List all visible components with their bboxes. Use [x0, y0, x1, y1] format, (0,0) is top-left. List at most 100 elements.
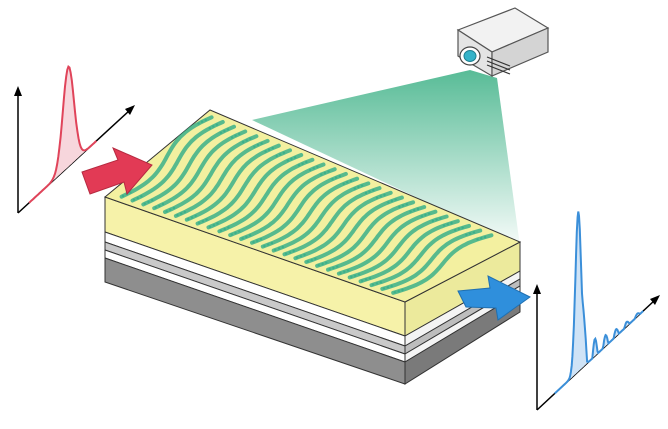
pattern-dot — [259, 238, 263, 241]
pattern-dot — [256, 143, 260, 147]
pattern-dot — [364, 278, 368, 281]
pattern-dot — [245, 139, 248, 142]
pattern-dot — [342, 182, 345, 185]
wave-stripe — [141, 124, 236, 207]
pattern-dot — [129, 191, 132, 194]
pattern-dot — [461, 226, 464, 229]
pattern-dot — [169, 208, 172, 211]
pattern-dot — [267, 148, 271, 151]
pattern-dot — [270, 241, 274, 245]
wave-stripe — [260, 176, 360, 249]
pattern-dot — [368, 277, 372, 280]
pattern-dot — [331, 178, 334, 181]
pattern-dot — [343, 270, 346, 273]
wave-stripe — [293, 190, 393, 261]
pattern-dot — [454, 229, 457, 232]
pattern-dot — [354, 274, 357, 277]
wave-stripe — [347, 214, 449, 280]
pattern-dot — [368, 190, 371, 193]
pattern-dot — [327, 170, 330, 173]
pattern-dot — [310, 258, 313, 262]
pattern-dot — [394, 198, 397, 201]
pattern-dot — [226, 128, 230, 131]
pattern-dot — [187, 217, 190, 221]
pattern-dot — [292, 249, 295, 253]
pattern-dot — [323, 171, 327, 175]
pattern-dot — [398, 205, 401, 209]
pattern-dot — [176, 214, 179, 217]
pattern-dot — [154, 206, 157, 209]
pattern-dot — [309, 168, 312, 172]
pattern-dot — [249, 137, 252, 140]
pattern-dot — [401, 204, 405, 207]
pattern-dot — [468, 232, 472, 235]
pattern-dot — [234, 134, 237, 137]
pattern-dot — [256, 239, 259, 242]
wave-stripe — [336, 209, 438, 276]
output-plot-x-arrowhead — [650, 295, 660, 305]
pattern-dot — [241, 237, 244, 240]
input-plot-x-arrowhead — [125, 105, 135, 115]
pattern-dot — [288, 251, 292, 254]
pattern-dot — [379, 281, 382, 284]
pattern-dot — [442, 224, 446, 227]
output-plot-y-arrowhead — [533, 284, 541, 294]
pattern-dot — [439, 217, 442, 220]
pattern-dot — [305, 160, 308, 164]
pattern-dot — [151, 199, 154, 202]
wave-stripe — [250, 171, 348, 245]
pattern-dot — [393, 291, 396, 294]
pattern-dot — [290, 157, 293, 161]
pattern-dot — [450, 221, 453, 225]
wave-stripe — [282, 186, 382, 257]
wave-stripe — [184, 143, 281, 222]
pattern-dot — [260, 142, 263, 145]
pattern-dot — [390, 199, 394, 203]
output-pulse-fill — [554, 211, 644, 394]
wave-stripe — [271, 181, 371, 253]
pattern-dot — [132, 198, 136, 201]
pattern-dot — [476, 238, 479, 241]
pattern-dot — [205, 218, 208, 221]
projected-wave-pattern — [119, 115, 494, 295]
projector-lens — [463, 50, 477, 62]
pattern-dot — [317, 264, 320, 267]
pattern-dot — [208, 225, 212, 228]
pattern-dot — [230, 136, 234, 139]
pattern-dot — [245, 235, 248, 239]
pattern-dot — [183, 210, 186, 214]
input-pulse-plot — [14, 65, 135, 214]
pattern-dot — [140, 195, 143, 198]
pattern-dot — [238, 230, 241, 233]
pattern-dot — [316, 165, 319, 168]
input-pulse-fill — [29, 66, 97, 203]
pattern-dot — [431, 219, 435, 223]
wave-stripe — [206, 153, 304, 230]
pattern-dot — [312, 167, 315, 170]
pattern-dot — [346, 269, 350, 272]
pattern-dot — [336, 265, 339, 268]
pattern-dot — [472, 231, 476, 234]
output-arrow — [457, 275, 531, 321]
projector-vent — [486, 56, 511, 75]
pattern-dot — [382, 287, 386, 290]
pattern-dot — [194, 214, 197, 217]
pattern-dot — [277, 247, 281, 250]
pattern-dot — [424, 213, 427, 217]
pattern-dot — [483, 235, 487, 239]
pattern-dot — [446, 223, 449, 226]
pattern-dot — [387, 201, 390, 204]
pattern-dot — [234, 231, 237, 235]
projector-light-beam — [252, 70, 520, 246]
pattern-dot — [286, 159, 290, 162]
pattern-dot — [435, 218, 438, 221]
pattern-dot — [349, 179, 353, 183]
pattern-dot — [242, 140, 245, 144]
pattern-dot — [204, 118, 207, 122]
pattern-dot — [136, 196, 139, 200]
pattern-dot — [375, 282, 379, 285]
pattern-dot — [386, 286, 389, 289]
pattern-dot — [284, 252, 288, 255]
